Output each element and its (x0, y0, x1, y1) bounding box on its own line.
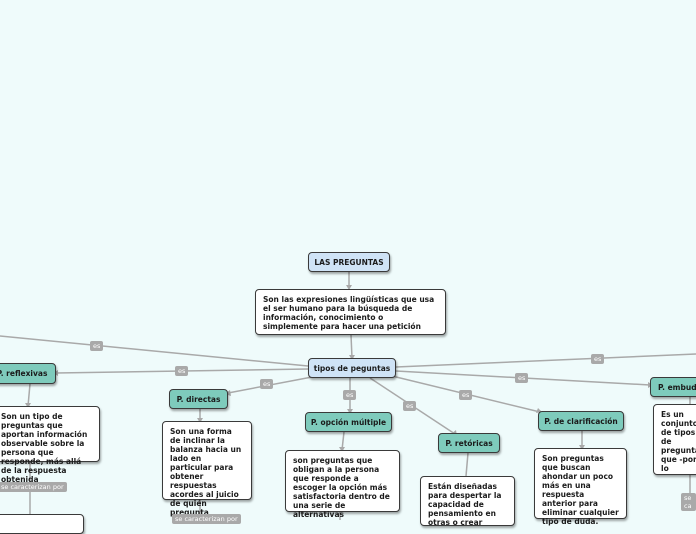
embudo-node[interactable]: P. embudo (650, 377, 696, 397)
edge-label-es-right: es (591, 354, 605, 364)
mind-map-canvas: LAS PREGUNTAS Son las expresiones lingüí… (0, 252, 696, 534)
edge-label-es-reflexivas: es (175, 366, 189, 376)
clarificacion-node[interactable]: P. de clarificación (538, 411, 624, 431)
root-node[interactable]: LAS PREGUNTAS (308, 252, 390, 272)
arrow-definition (346, 285, 352, 290)
link-definition-types (350, 334, 353, 359)
directas-desc-node[interactable]: Son una forma de inclinar la balanza hac… (162, 421, 252, 517)
definition-node[interactable]: Son las expresiones lingüísticas que usa… (255, 289, 446, 335)
link-retoricas-desc (465, 452, 469, 477)
link-types-left-offscreen (0, 335, 309, 367)
directas-node[interactable]: P. directas (169, 389, 228, 409)
reflexivas-node[interactable]: P. reflexivas (0, 363, 56, 384)
edge-label-es-embudo: es (515, 373, 529, 383)
opcion-multiple-desc-node[interactable]: son preguntas que obligan a la persona q… (285, 450, 400, 519)
opcion-multiple-node[interactable]: P. opción múltiple (305, 412, 392, 432)
reflexivas-bottom-node[interactable] (0, 514, 84, 534)
arrow-opcion-desc (339, 447, 345, 452)
edge-label-es-directas: es (260, 379, 274, 389)
edge-label-es-retoricas: es (403, 401, 417, 411)
retoricas-node[interactable]: P. retóricas (438, 433, 500, 453)
embudo-desc-node[interactable]: Es un conjunto de tipos de preguntas que… (653, 404, 696, 475)
edge-label-es-opcion: es (343, 390, 357, 400)
retoricas-desc-node[interactable]: Están diseñadas para despertar la capaci… (420, 476, 515, 526)
edge-label-se-caracterizan-directas: se caracterizan por (172, 514, 241, 524)
arrow-directas-desc (197, 418, 203, 423)
arrow-reflexivas-desc (25, 403, 31, 408)
arrow-types (349, 355, 355, 360)
link-reflexivas-desc (27, 383, 31, 407)
edge-label-es-clarificacion: es (459, 390, 473, 400)
edge-label-se-caracterizan-embudo: se ca (681, 493, 696, 511)
link-types-right-offscreen (395, 353, 696, 368)
arrow-clarificacion-desc (579, 445, 585, 450)
reflexivas-desc-node[interactable]: Son un tipo de preguntas que aportan inf… (0, 406, 100, 484)
edge-label-es-left: es (90, 341, 104, 351)
arrow-opcion (347, 409, 353, 414)
types-node[interactable]: tipos de peguntas (308, 358, 396, 378)
edge-label-se-caracterizan-reflexivas: se caracterizan por (0, 482, 67, 492)
clarificacion-desc-node[interactable]: Son preguntas que buscan ahondar un poco… (534, 448, 627, 526)
